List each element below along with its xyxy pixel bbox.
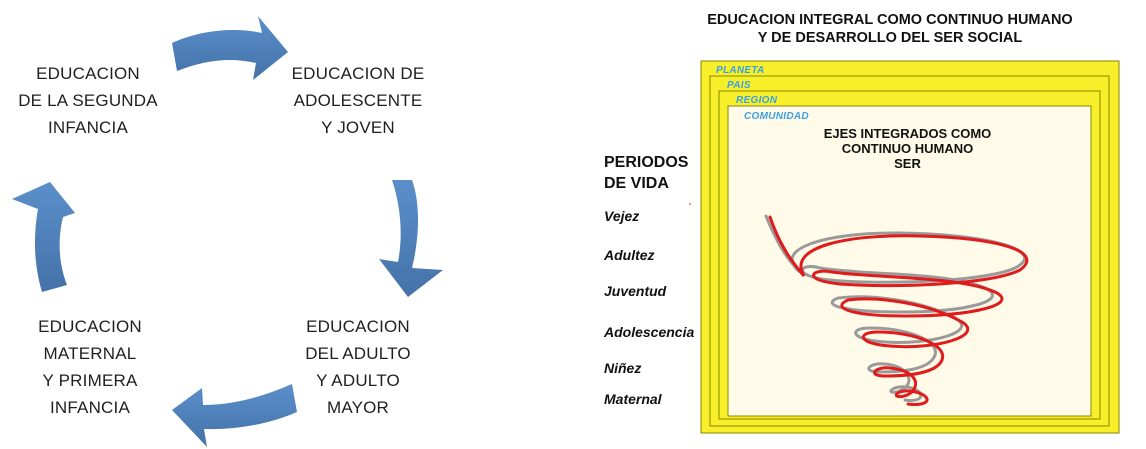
period-vejez: Vejez (604, 208, 640, 224)
periods-heading: PERIODOS DE VIDA (604, 154, 689, 192)
stage-adolescent-youth: EDUCACION DE ADOLESCENTE Y JOVEN (291, 64, 425, 137)
arrow-bottom-icon (172, 384, 297, 447)
cycle-arrows (12, 16, 443, 447)
spiral-red (768, 215, 1029, 406)
scope-comunidad: COMUNIDAD (744, 111, 809, 122)
arrow-top-icon (172, 16, 288, 80)
arrow-left-icon (12, 182, 75, 292)
stage-adult-elder: EDUCACION DEL ADULTO Y ADULTO MAYOR (305, 317, 411, 417)
axes-label: EJES INTEGRADOS COMO CONTINUO HUMANO SER (823, 126, 992, 171)
figure-title: EDUCACION INTEGRAL COMO CONTINUO HUMANO … (707, 12, 1073, 46)
stage-second-childhood: EDUCACION DE LA SEGUNDA INFANCIA (18, 64, 158, 137)
period-juventud: Juventud (604, 283, 667, 299)
scope-pais: PAIS (727, 80, 751, 91)
scope-planeta: PLANETA (716, 65, 765, 76)
period-adultez: Adultez (604, 247, 655, 263)
period-maternal: Maternal (604, 391, 662, 407)
period-adolescencia: Adolescencia (604, 324, 695, 340)
arrow-right-icon (379, 180, 443, 297)
stage-maternal-early-childhood: EDUCACION MATERNAL Y PRIMERA INFANCIA (38, 317, 142, 417)
scope-region: REGION (736, 95, 778, 106)
period-ninez: Niñez (604, 360, 642, 376)
